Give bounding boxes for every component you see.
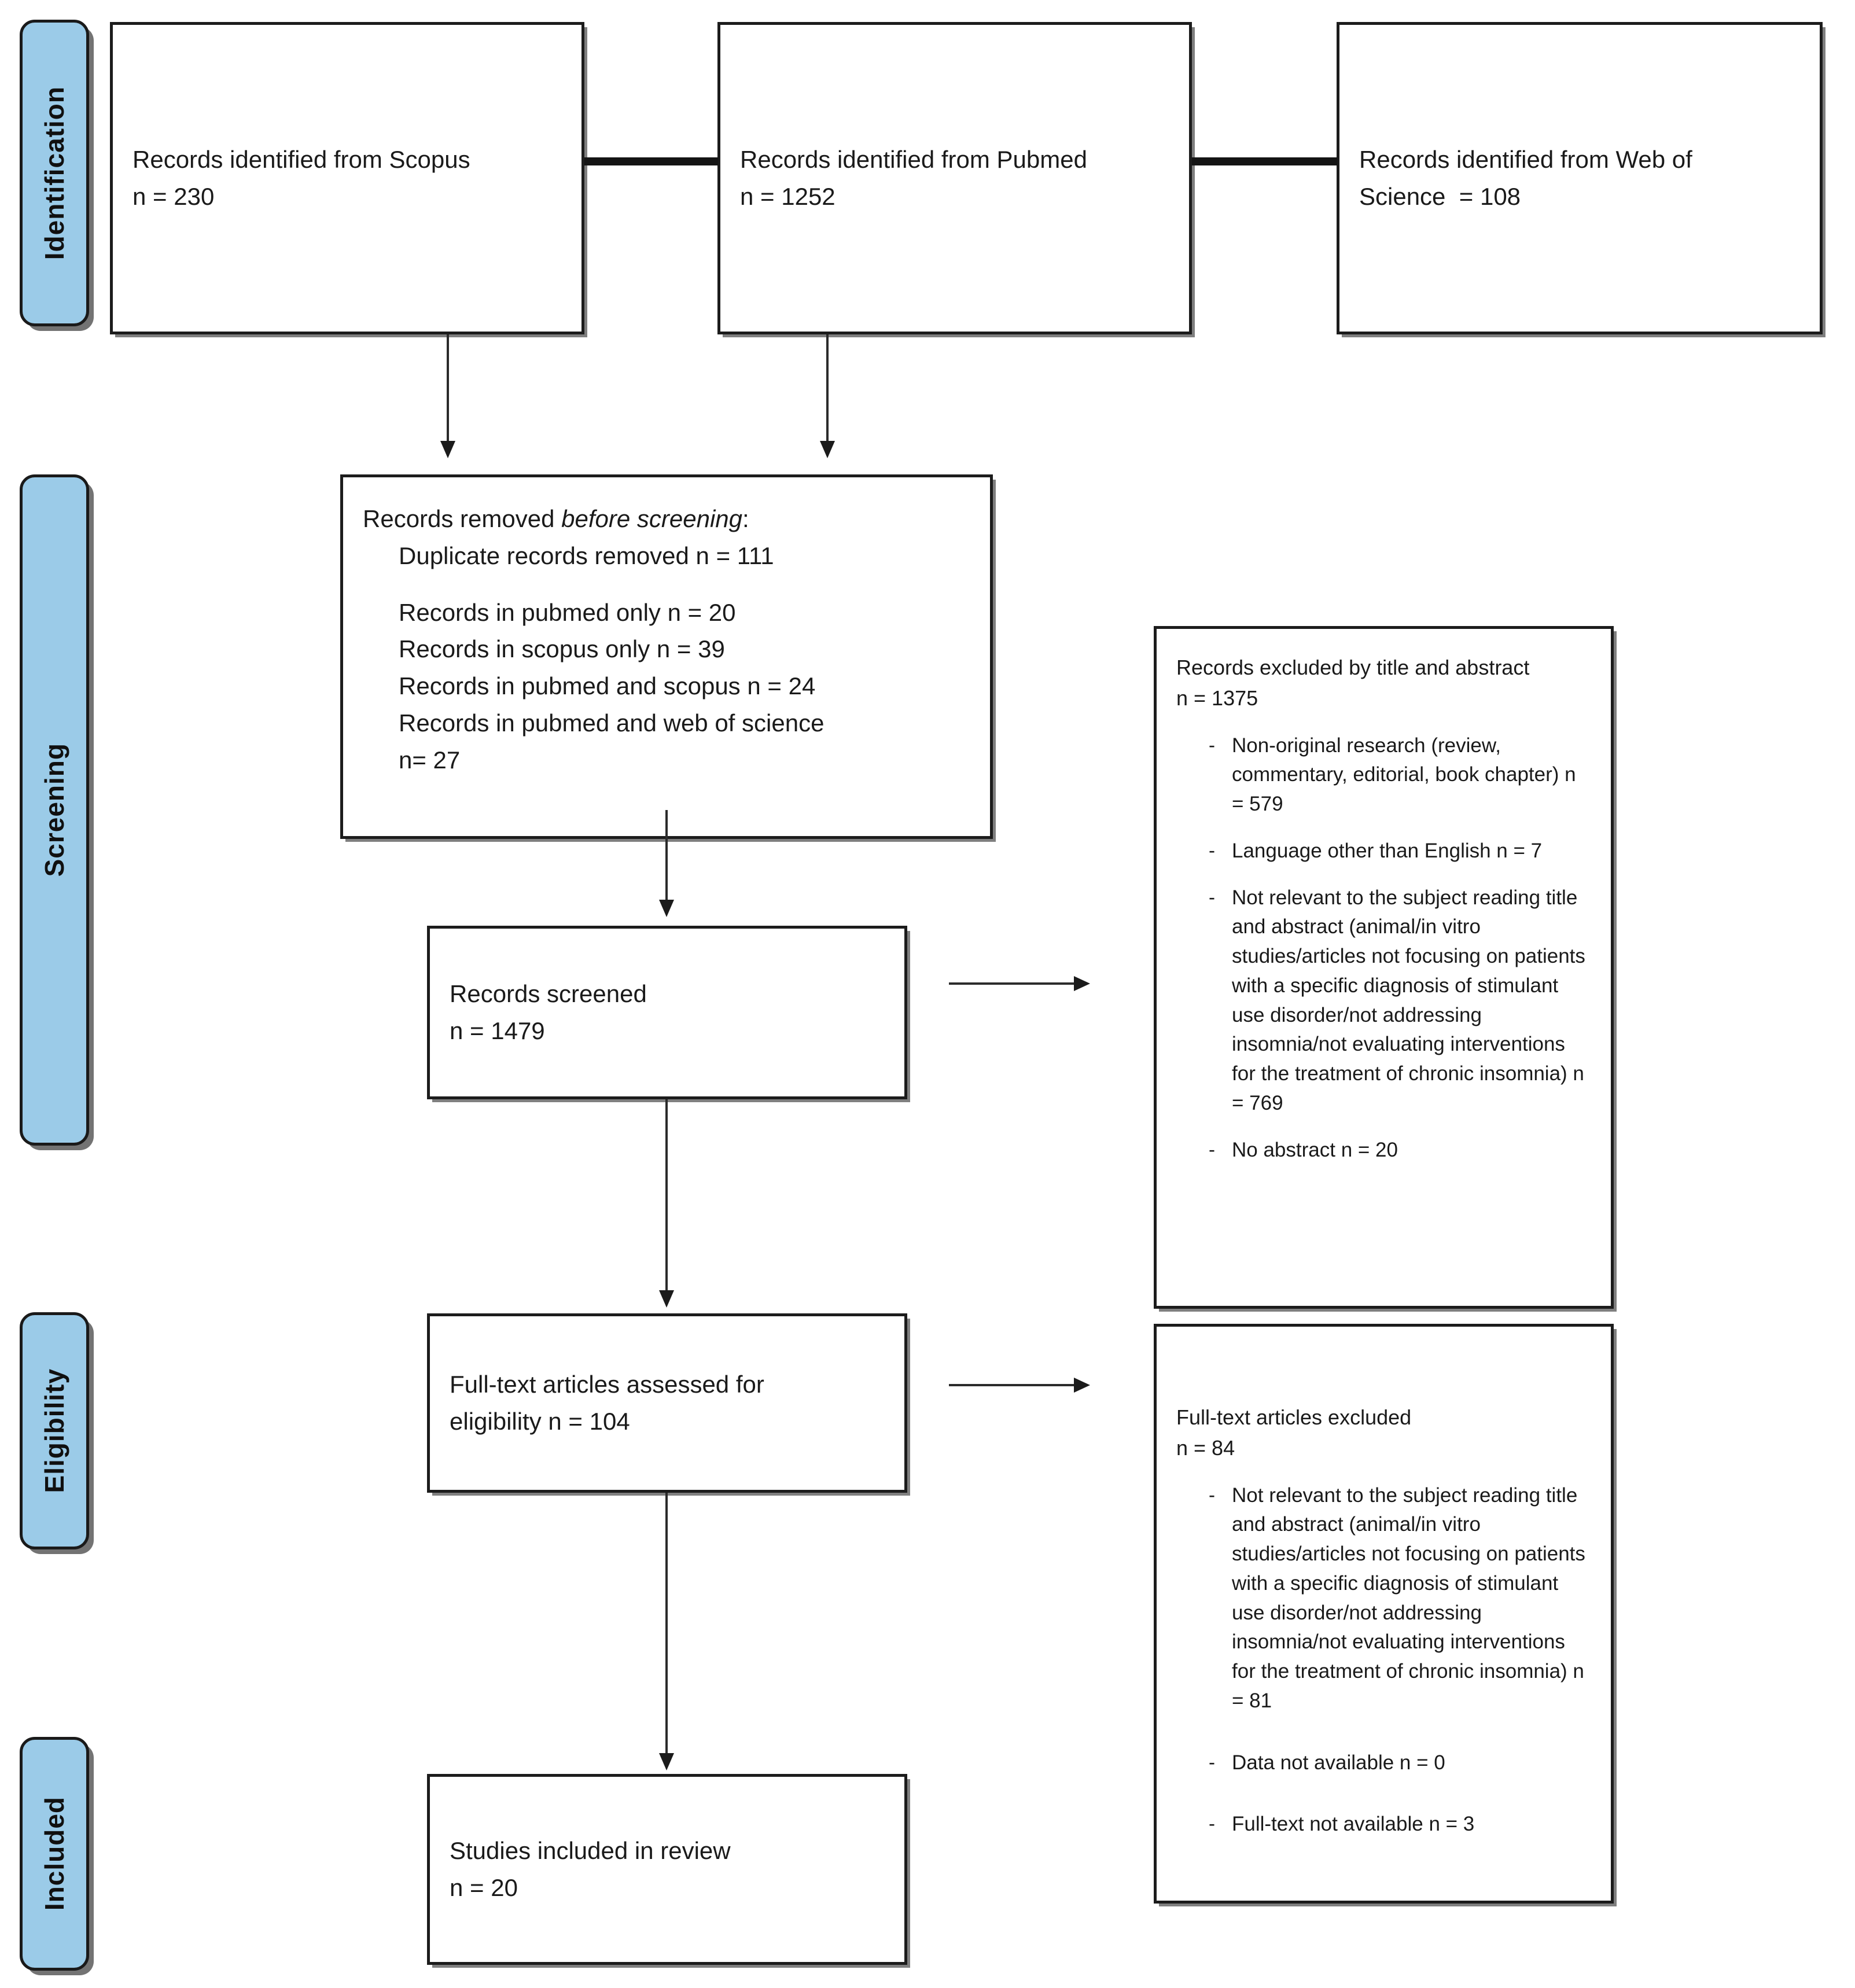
removed-heading-plain: Records removed (363, 505, 562, 532)
box-records-excluded-title-abstract: Records excluded by title and abstract n… (1154, 626, 1614, 1309)
removed-heading-colon: : (742, 505, 749, 532)
arrow-head-pubmed-down (820, 441, 835, 458)
scopus-count: n = 230 (132, 183, 215, 210)
arrow-head-fulltext-to-excluded (1074, 1378, 1090, 1393)
removed-item-pubmed-and-wos-count: n= 27 (399, 746, 461, 774)
fulltext-assessed-label: Full-text articles assessed for (450, 1371, 764, 1398)
pubmed-count: n = 1252 (740, 183, 836, 210)
fulltext-excluded-bullet-data-not-available-text: Data not available n = 0 (1232, 1751, 1445, 1774)
removed-item-pubmed-only: Records in pubmed only n = 20 (399, 598, 736, 626)
phase-label-eligibility-text: Eligibility (39, 1368, 69, 1493)
bullet-dash-icon: - (1209, 1138, 1215, 1160)
removed-heading: Records removed before screening: (363, 500, 970, 538)
bullet-dash-icon: - (1209, 839, 1215, 861)
arrow-shaft-pubmed-down (826, 334, 829, 456)
box-records-identified-scopus: Records identified from Scopus n = 230 (110, 22, 584, 334)
arrow-shaft-fulltext-to-included (665, 1493, 668, 1765)
pubmed-source-label: Records identified from Pubmed (740, 146, 1087, 174)
removed-duplicates: Duplicate records removed n = 111 (399, 542, 774, 569)
fulltext-excluded-bullet-data-not-available: - Data not available n = 0 (1176, 1748, 1591, 1778)
removed-item-pubmed-and-scopus: Records in pubmed and scopus n = 24 (399, 672, 816, 700)
bullet-dash-icon: - (1209, 1483, 1215, 1505)
bullet-dash-icon: - (1209, 734, 1215, 756)
box-studies-included: Studies included in review n = 20 (427, 1774, 907, 1965)
box-records-screened: Records screened n = 1479 (427, 926, 907, 1099)
excluded-ta-bullet-language: - Language other than English n = 7 (1176, 837, 1591, 866)
excluded-ta-count: n = 1375 (1176, 686, 1258, 710)
fulltext-excluded-bullet-not-relevant-text: Not relevant to the subject reading titl… (1232, 1483, 1585, 1712)
phase-label-eligibility: Eligibility (20, 1312, 89, 1549)
excluded-ta-bullet-nonoriginal: - Non-original research (review, comment… (1176, 731, 1591, 819)
arrow-shaft-screened-to-fulltext (665, 1099, 668, 1302)
phase-label-included-text: Included (39, 1796, 69, 1911)
studies-included-label: Studies included in review (450, 1837, 731, 1865)
bullet-dash-icon: - (1209, 1813, 1215, 1835)
connector-scopus-to-pubmed (584, 157, 719, 165)
box-records-removed-before-screening: Records removed before screening: Duplic… (340, 474, 993, 839)
records-screened-count: n = 1479 (450, 1017, 545, 1044)
wos-source-label: Records identified from Web of (1359, 146, 1692, 174)
records-screened-label: Records screened (450, 980, 647, 1008)
box-fulltext-assessed: Full-text articles assessed for eligibil… (427, 1313, 907, 1493)
removed-heading-italic: before screening (561, 505, 743, 532)
phase-label-screening: Screening (20, 474, 89, 1146)
fulltext-excluded-bullet-fulltext-not-available-text: Full-text not available n = 3 (1232, 1813, 1475, 1836)
removed-item-scopus-only: Records in scopus only n = 39 (399, 635, 725, 663)
excluded-ta-bullet-no-abstract: - No abstract n = 20 (1176, 1136, 1591, 1165)
phase-label-screening-text: Screening (39, 743, 69, 877)
box-records-identified-wos: Records identified from Web of Science =… (1337, 22, 1823, 334)
bullet-dash-icon: - (1209, 886, 1215, 908)
connector-pubmed-to-wos (1192, 157, 1338, 165)
removed-item-pubmed-and-wos: Records in pubmed and web of science (399, 709, 825, 737)
excluded-ta-bullet-nonoriginal-text: Non-original research (review, commentar… (1232, 734, 1576, 816)
phase-label-included: Included (20, 1737, 89, 1971)
arrow-head-screened-to-fulltext (659, 1290, 674, 1308)
fulltext-excluded-bullet-fulltext-not-available: - Full-text not available n = 3 (1176, 1810, 1591, 1839)
arrow-head-fulltext-to-included (659, 1753, 674, 1770)
excluded-ta-label: Records excluded by title and abstract (1176, 656, 1530, 679)
arrow-head-removed-to-screened (659, 900, 674, 917)
fulltext-assessed-count: eligibility n = 104 (450, 1408, 630, 1435)
fulltext-excluded-count: n = 84 (1176, 1436, 1235, 1460)
arrow-shaft-screened-to-excluded (949, 982, 1076, 985)
arrow-head-scopus-down (440, 441, 455, 458)
box-records-identified-pubmed: Records identified from Pubmed n = 1252 (717, 22, 1192, 334)
arrow-shaft-removed-to-screened (665, 810, 668, 914)
arrow-shaft-fulltext-to-excluded (949, 1384, 1076, 1386)
excluded-ta-bullet-no-abstract-text: No abstract n = 20 (1232, 1138, 1398, 1161)
phase-label-identification: Identification (20, 20, 89, 326)
fulltext-excluded-label: Full-text articles excluded (1176, 1405, 1412, 1429)
scopus-source-label: Records identified from Scopus (132, 146, 470, 174)
wos-count: Science = 108 (1359, 183, 1521, 210)
bullet-dash-icon: - (1209, 1751, 1215, 1773)
excluded-ta-bullet-not-relevant: - Not relevant to the subject reading ti… (1176, 883, 1591, 1118)
fulltext-excluded-bullet-not-relevant: - Not relevant to the subject reading ti… (1176, 1481, 1591, 1716)
box-fulltext-excluded: Full-text articles excluded n = 84 - Not… (1154, 1324, 1614, 1904)
arrow-shaft-scopus-down (447, 334, 449, 456)
excluded-ta-bullet-language-text: Language other than English n = 7 (1232, 839, 1543, 862)
arrow-head-screened-to-excluded (1074, 976, 1090, 991)
phase-label-identification-text: Identification (39, 86, 69, 260)
excluded-ta-bullet-not-relevant-text: Not relevant to the subject reading titl… (1232, 886, 1585, 1114)
studies-included-count: n = 20 (450, 1874, 518, 1901)
